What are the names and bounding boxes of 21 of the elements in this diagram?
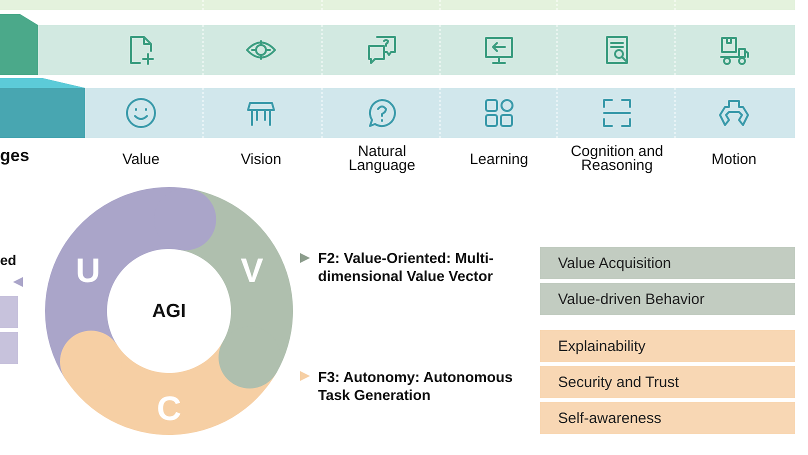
feature-text: F3: Autonomy: Autonomous Task Generation xyxy=(318,369,514,406)
column-label: Cognition and Reasoning xyxy=(570,145,664,174)
category-box: Self-awareness xyxy=(540,402,795,434)
box xyxy=(0,296,18,328)
category-box: Value-driven Behavior xyxy=(540,283,795,315)
section-label: ed xyxy=(0,252,18,270)
stage-label: ges xyxy=(0,145,30,166)
segment-letter: U xyxy=(74,251,102,292)
segment-letter: C xyxy=(156,389,182,430)
center-label: AGI xyxy=(151,300,187,324)
category-box: Security and Trust xyxy=(540,366,795,398)
feature-text: F2: Value-Oriented: Multi-dimensional Value Vector xyxy=(318,250,495,286)
column-label: Natural Language xyxy=(348,145,416,174)
category-box: Value Acquisition xyxy=(540,247,795,279)
box xyxy=(0,332,18,364)
column-label: Value xyxy=(121,151,161,170)
category-box: Explainability xyxy=(540,330,795,362)
column-label: Learning xyxy=(468,151,530,170)
segment-letter: V xyxy=(240,251,264,292)
column-label: Vision xyxy=(240,151,282,170)
column-label: Motion xyxy=(710,151,758,170)
